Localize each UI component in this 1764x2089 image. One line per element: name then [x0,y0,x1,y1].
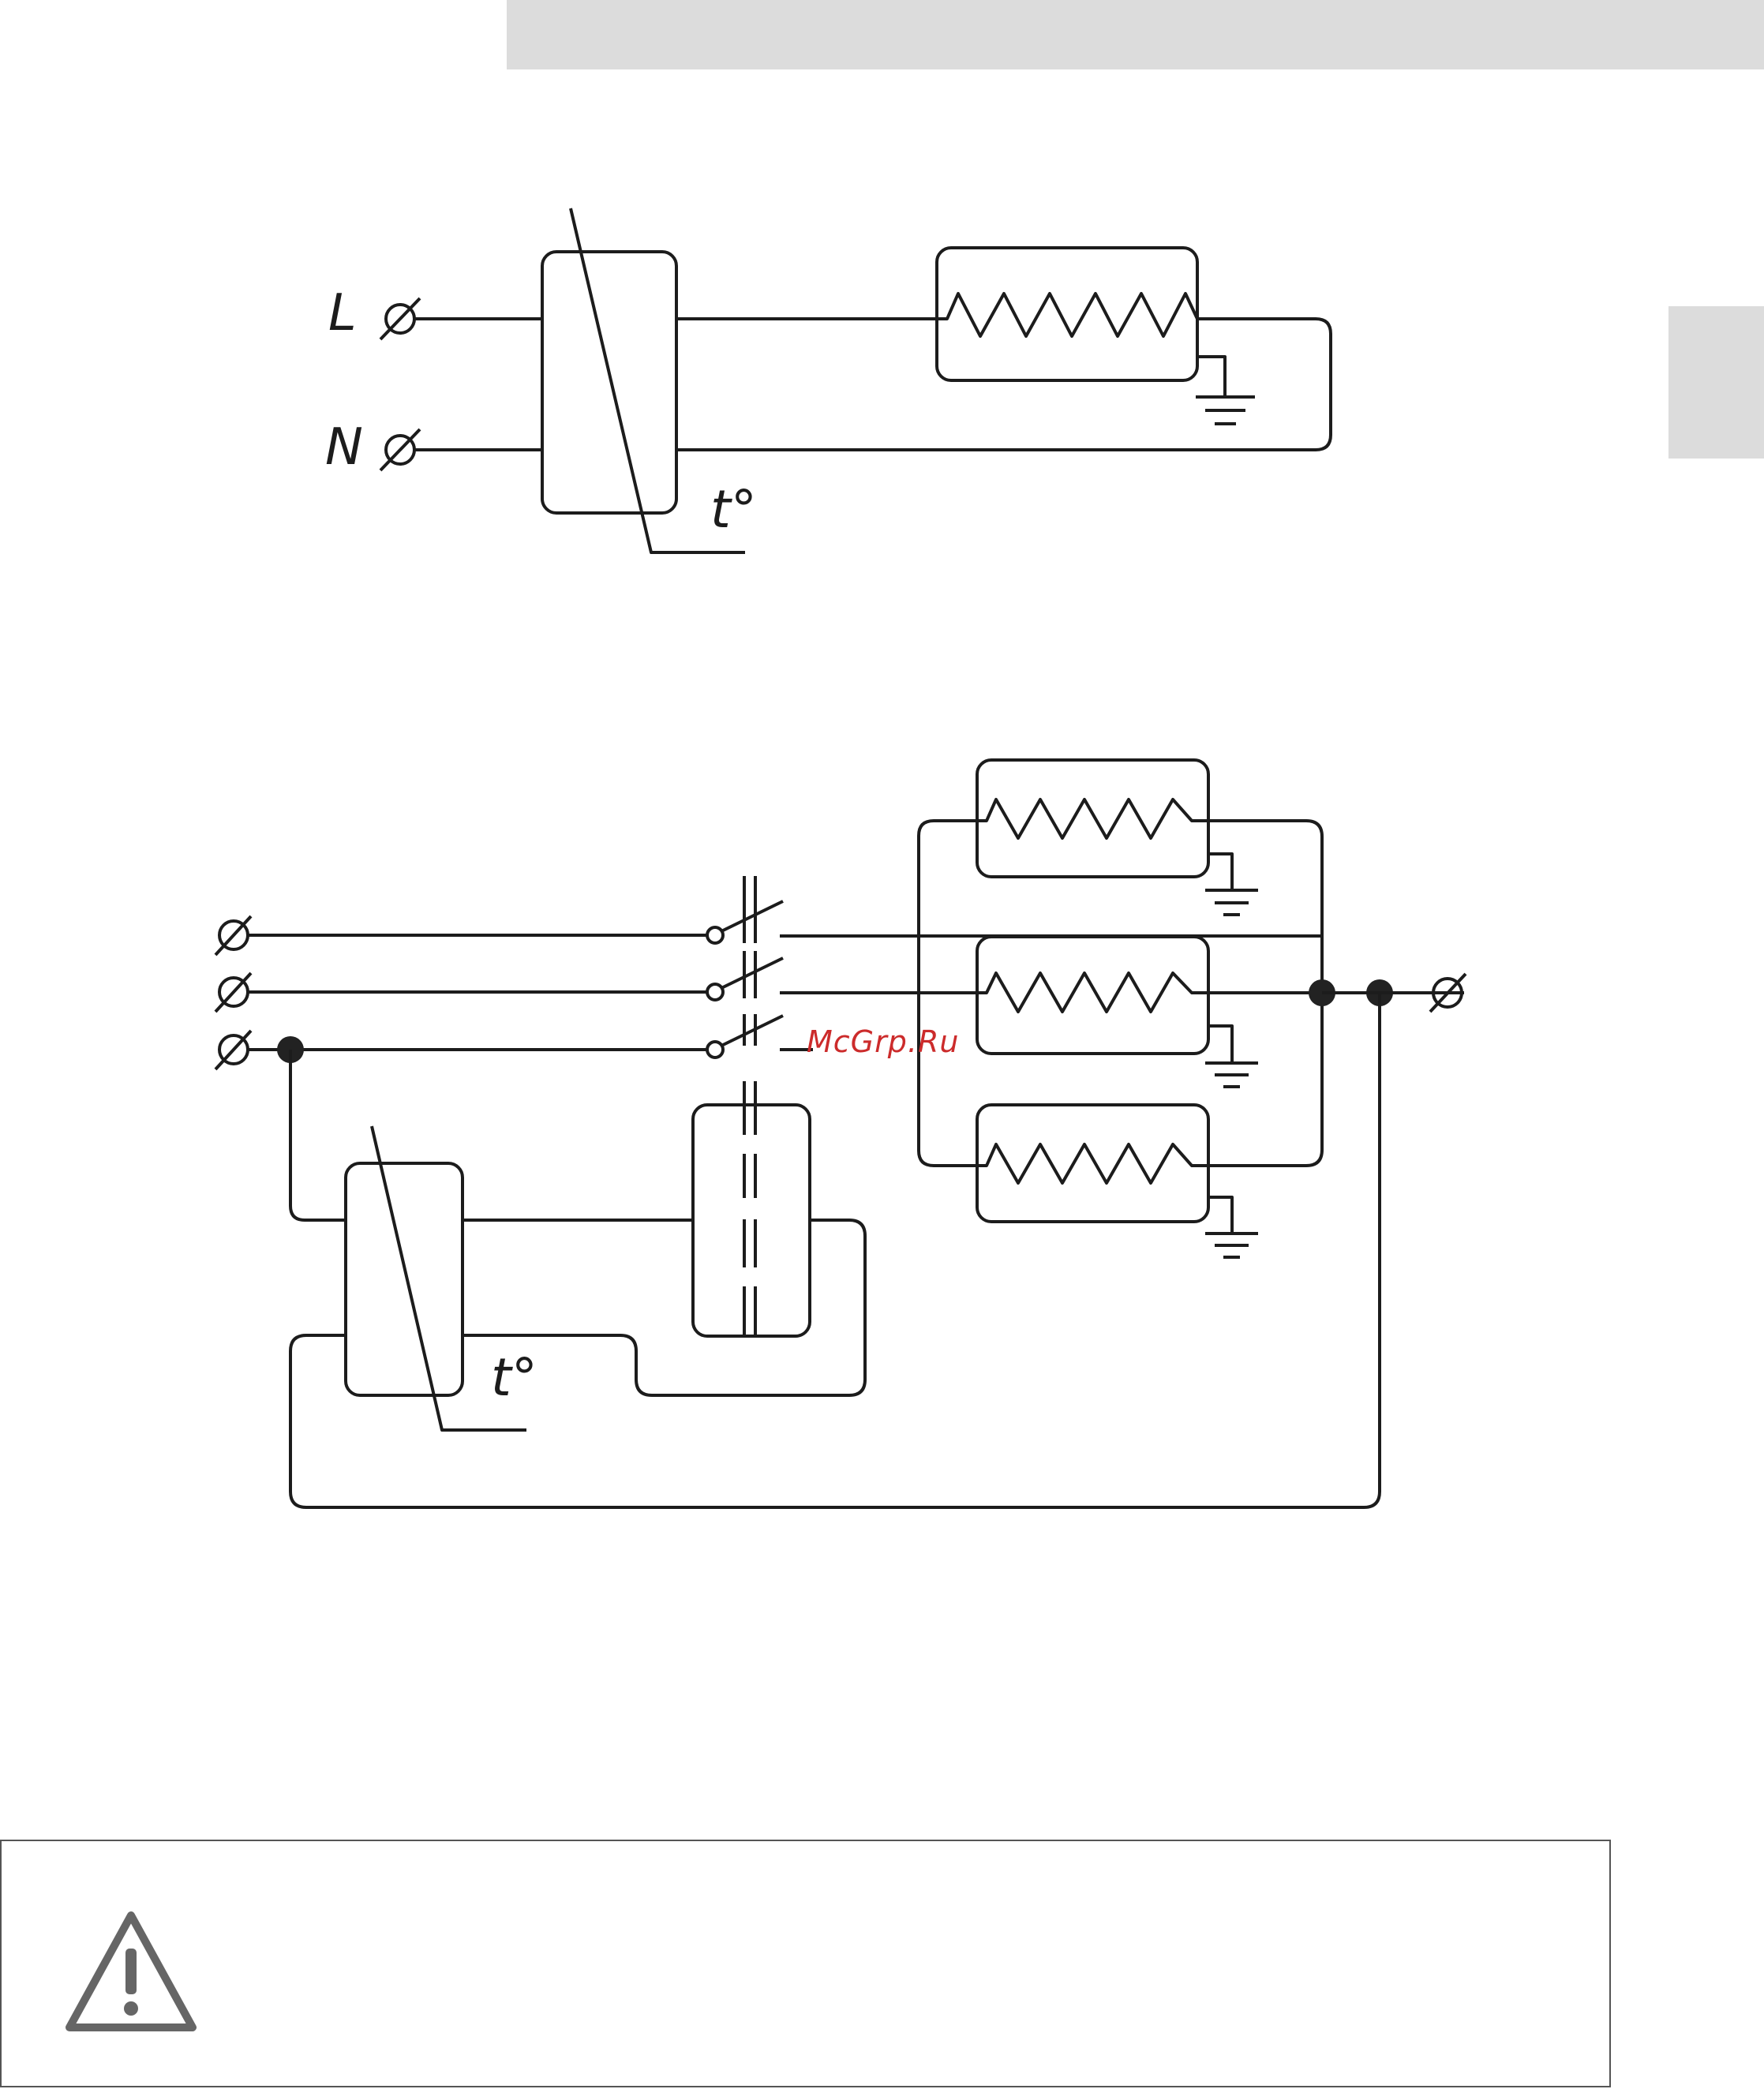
contactor-coil-box [693,1105,810,1336]
heater-box [937,248,1197,380]
terminal-l [380,298,420,339]
heater-element [937,294,1197,336]
thermostat-box [542,252,676,513]
watermark: McGrp.Ru [807,1024,959,1059]
warning-triangle-icon [63,1909,199,2034]
contactor-switches [707,876,783,1135]
terminal-phase-1 [215,916,251,955]
terminal-phase-2 [215,973,251,1012]
heater-3-element [977,1144,1208,1183]
diagram-three-phase: t° [215,760,1466,1507]
diagram-single-phase: L N t° [325,208,1331,552]
terminal-label-n: N [325,418,363,477]
terminal-label-l: L [328,284,357,343]
heater-1-box [977,760,1208,877]
warning-box [0,1840,1611,2087]
heater-2-box [977,937,1208,1054]
thermostat-label: t° [710,479,757,540]
terminal-n [380,429,420,470]
heater-2-element [977,973,1208,1012]
terminal-phase-3 [215,1031,251,1069]
heater-1-element [977,799,1208,838]
thermostat-2-box [346,1163,463,1395]
coil-linkage [744,1154,755,1336]
thermostat-2-label: t° [491,1347,537,1408]
heater-3-box [977,1105,1208,1222]
